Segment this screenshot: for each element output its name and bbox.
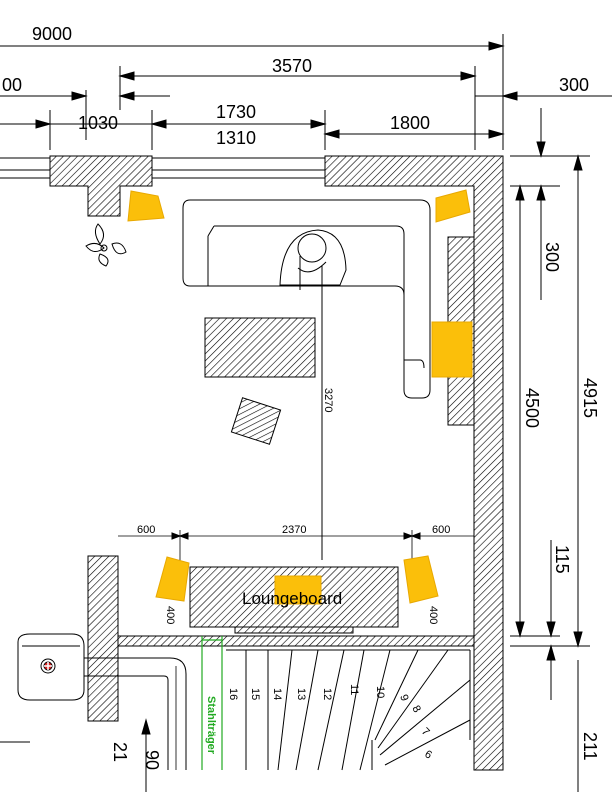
stair-step: 6 [423,748,434,761]
sofa-outer [182,199,431,399]
stair-step: 7 [419,726,432,739]
dim-top-middle: 3570 [272,56,312,76]
dim-middle-2370: 2370 [282,524,306,536]
dim-right-600: 600 [432,524,450,536]
label-lounge-board: Loungeboard [242,589,342,608]
label-steel-beam: Stahlträger [205,696,217,755]
dim-top-left-partial: 00 [2,75,22,95]
speaker-center [274,575,322,605]
plant-icon [85,223,127,267]
stair-step: 12 [321,688,333,700]
dim-right-4915: 4915 [580,378,600,418]
dim-row3-mid-upper: 1730 [216,102,256,122]
dim-bottom-left-21: 21 [110,742,130,762]
stair-step: 11 [348,684,360,695]
stair-step: 14 [271,688,283,700]
wall-top-left [49,155,153,217]
dim-right-4500: 4500 [522,388,542,428]
lounge-board-base [234,626,354,634]
furniture [85,199,431,634]
dimension-lines [0,34,612,792]
dim-bottom-left-90: 90 [142,750,162,770]
dim-right-400: 400 [427,606,439,624]
stair-step: 8 [409,704,422,715]
coffee-table [204,317,316,378]
speaker-right [431,321,473,378]
stove-body [17,633,85,701]
dim-lounge-depth: 3270 [322,388,334,412]
dim-top-right: 300 [559,75,589,95]
armchair [279,229,347,286]
stair-step: 13 [295,688,307,700]
stair-step: 9 [397,693,410,703]
labels: 9000 00 3570 300 1030 1730 1310 1800 300… [2,24,600,770]
armchair-head [297,233,327,263]
speaker-bottom-left [155,556,190,602]
speakers [127,189,473,605]
speaker-bottom-right [403,555,439,604]
wall-top-right [324,155,504,771]
dim-right-300: 300 [542,242,562,272]
walls [0,155,504,771]
sofa-inner [214,225,425,369]
dim-right-bottom-partial: 211 [580,732,600,761]
steel-beam [201,636,223,770]
stove [17,633,187,770]
dim-left-400: 400 [164,606,176,624]
dim-right-115: 115 [552,545,572,574]
stair-step: 16 [227,688,239,700]
speaker-top-left [127,190,165,222]
dim-left-600: 600 [137,524,155,536]
stair-step: 10 [374,686,386,698]
wall-bottom-left [87,555,119,722]
dim-row3-left: 1030 [78,113,118,133]
dim-row3-mid-lower: 1310 [216,128,256,148]
dim-top-total: 9000 [32,24,72,44]
stove-pipe [84,657,187,770]
speaker-top-right [435,189,471,223]
side-table [230,397,282,445]
stair-step: 15 [249,688,261,700]
dim-row3-right: 1800 [390,113,430,133]
wall-bottom [117,635,475,647]
